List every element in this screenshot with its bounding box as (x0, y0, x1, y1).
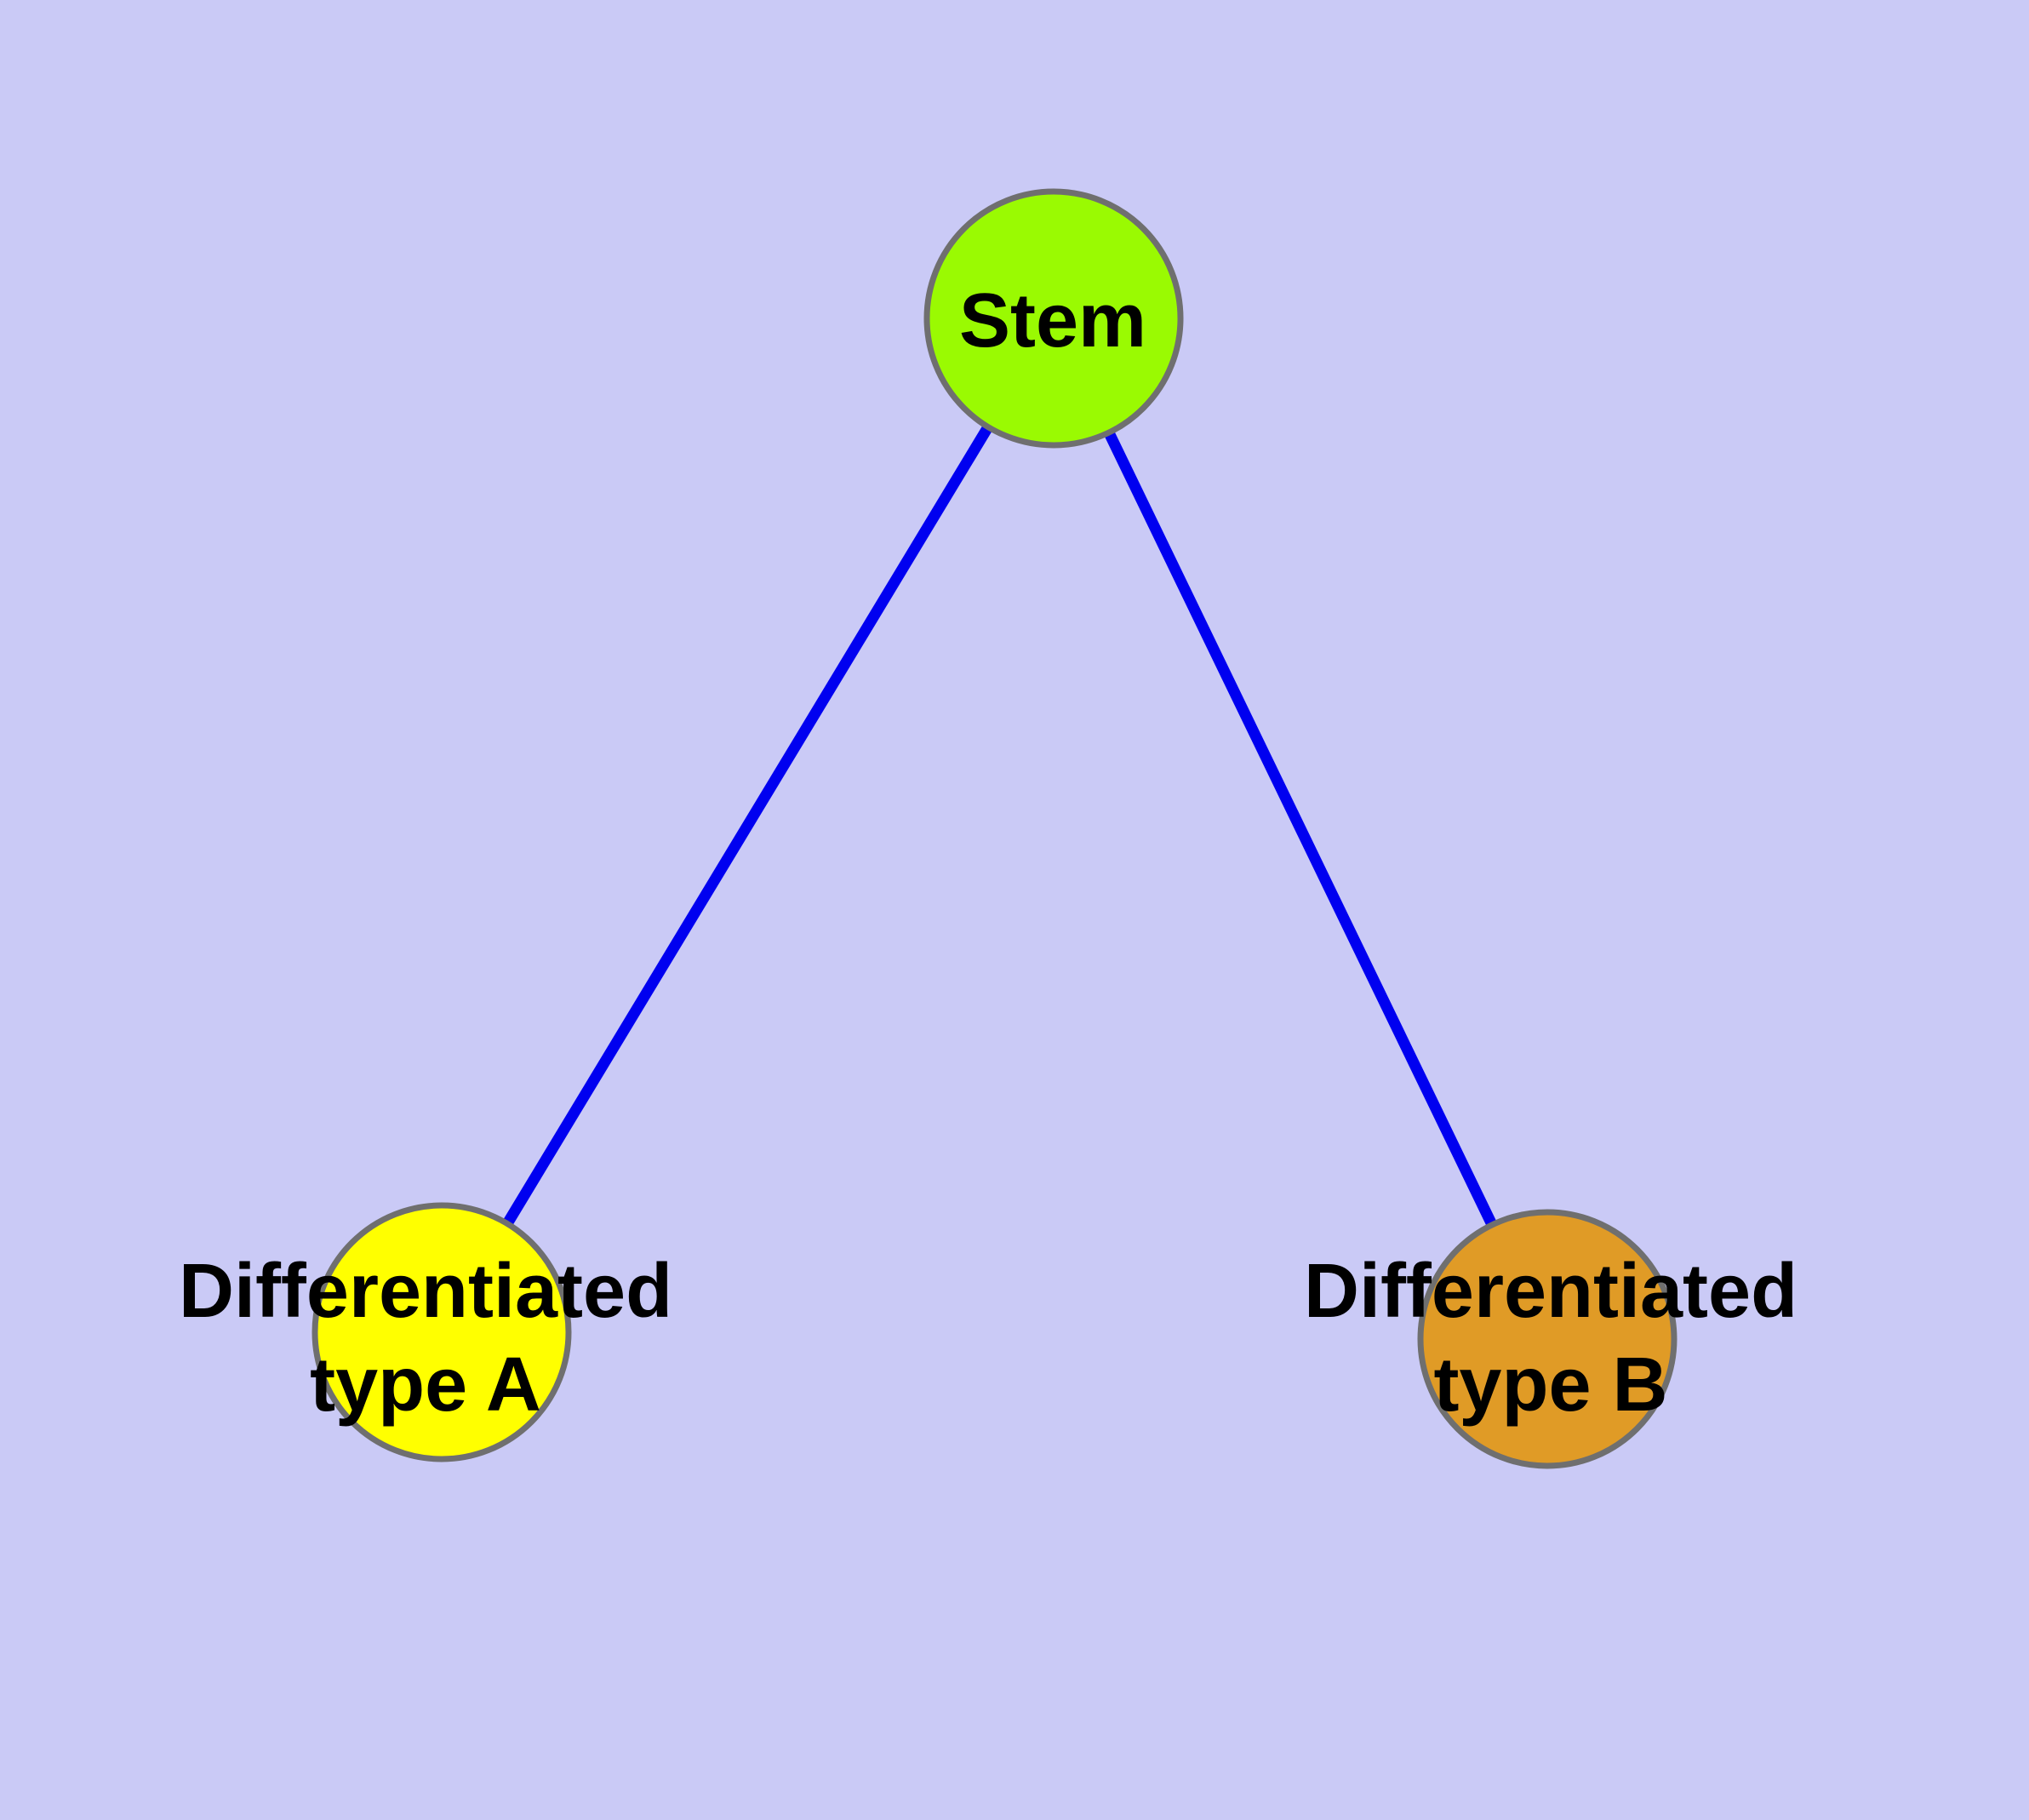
type-b-label-line-2: type B (1433, 1342, 1668, 1428)
type-a-label-line-2: type A (310, 1342, 541, 1428)
type-a-node-label: Differentiated type A (179, 1245, 672, 1432)
type-b-node-circle (1417, 1209, 1677, 1469)
stem-node-label: Stem (958, 278, 1147, 363)
stem-node-circle (923, 188, 1184, 449)
type-b-label-line-1: Differentiated (1303, 1249, 1798, 1334)
type-b-node-label: Differentiated type B (1304, 1245, 1798, 1432)
edge-stem-to-type-a (437, 315, 1059, 1336)
type-a-node-circle (311, 1202, 572, 1462)
type-a-label-line-1: Differentiated (178, 1249, 673, 1334)
edge-stem-to-type-b (1049, 316, 1552, 1342)
